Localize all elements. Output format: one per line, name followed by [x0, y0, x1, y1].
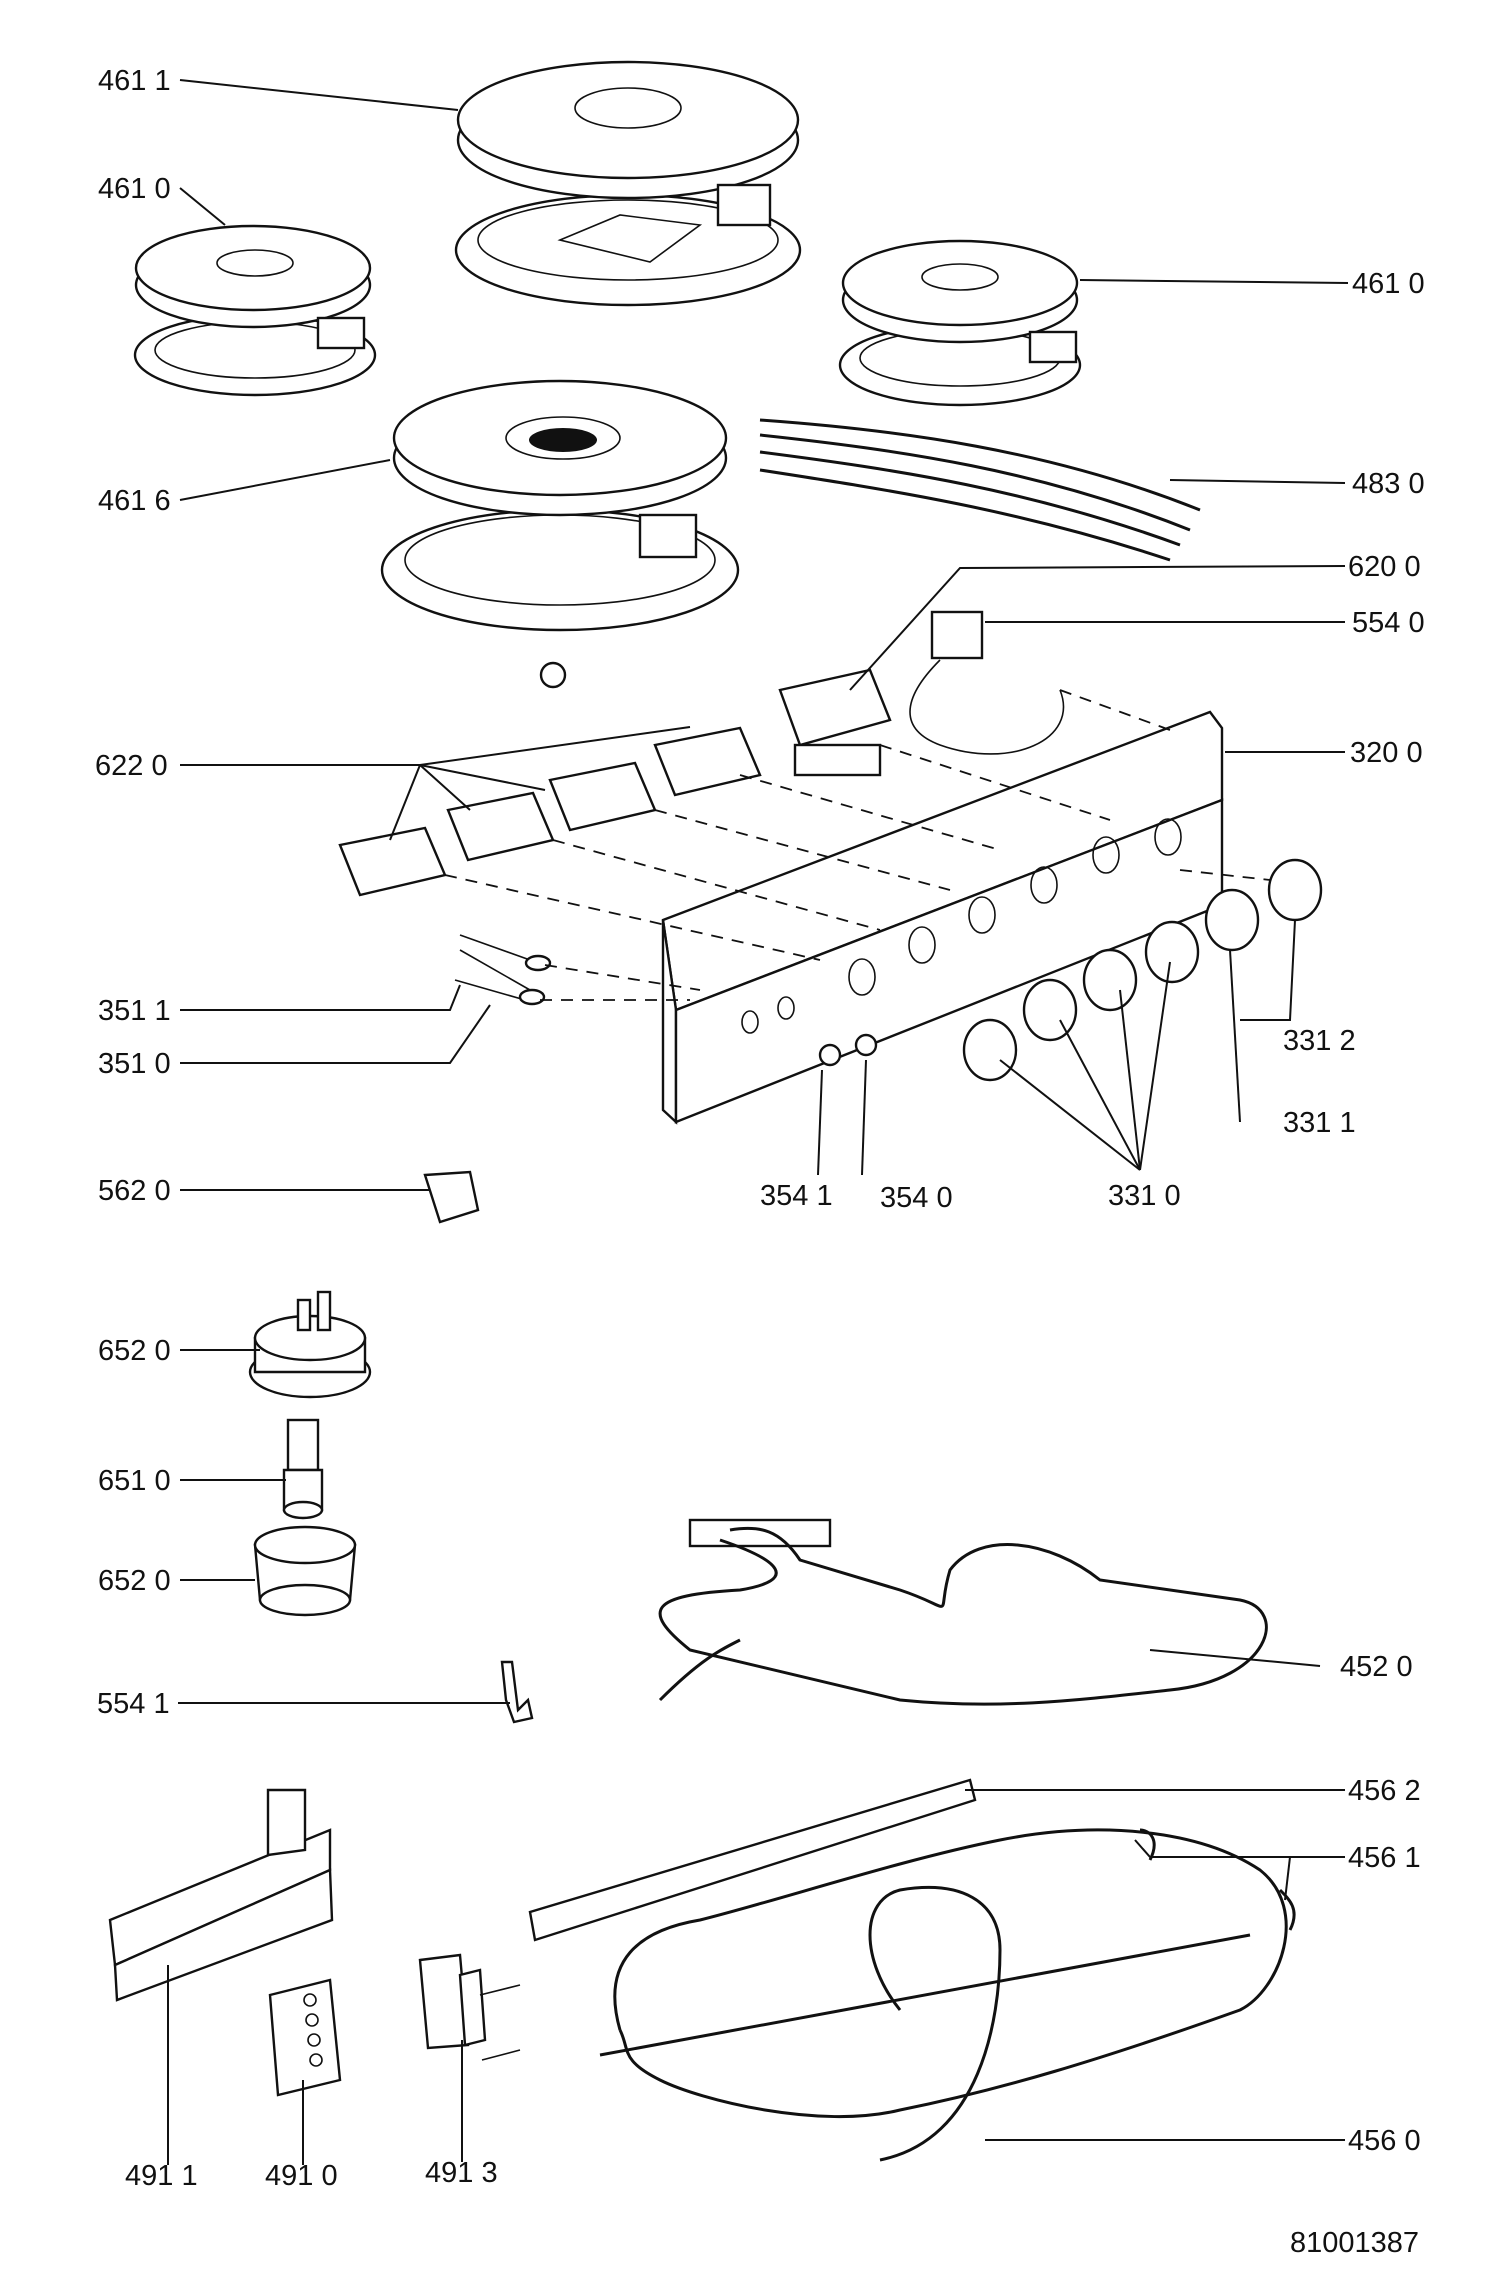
lamp-cover-652-0: [253, 1525, 357, 1617]
label-651-0: 651 0: [98, 1465, 171, 1497]
thermostat-554-0: [909, 610, 1065, 755]
leads-351: [454, 934, 552, 1006]
energy-regulators-622-0: [338, 726, 762, 897]
wiring-loom-483-0: [759, 418, 1201, 562]
lamp-holder-652-0: [248, 1290, 372, 1399]
label-554-0: 554 0: [1352, 607, 1425, 639]
oven-lamp-651-0: [282, 1418, 324, 1520]
grill-element-452-0: [658, 1518, 1268, 1706]
label-354-1: 354 1: [760, 1180, 833, 1212]
element-bracket-456-2: [528, 1778, 977, 1942]
label-354-0: 354 0: [880, 1182, 953, 1214]
label-461-1: 461 1: [98, 65, 171, 97]
hotplate-small-right-461-0: [838, 239, 1082, 407]
label-331-0: 331 0: [1108, 1180, 1181, 1212]
control-panel-320-0: [661, 710, 1224, 1125]
control-knobs-331: [962, 858, 1323, 1082]
label-461-6: 461 6: [98, 485, 171, 517]
label-461-0-right: 461 0: [1352, 268, 1425, 300]
assembly-guide-lines: [444, 689, 1271, 1001]
leader-lines: [167, 79, 1349, 2165]
terminal-block-491-0: [268, 1978, 342, 2097]
selector-switch-620-0: [778, 668, 892, 777]
label-652-0-bottom: 652 0: [98, 1565, 171, 1597]
clip-562-0: [423, 1170, 480, 1224]
part-labels: 461 1 461 0 461 0 461 6 483 0 620 0 554 …: [95, 65, 1425, 2259]
fuse-491-3: [418, 1953, 521, 2061]
label-456-0: 456 0: [1348, 2125, 1421, 2157]
bottom-element-456: [599, 1828, 1296, 2162]
hotplate-small-left-461-0: [133, 224, 377, 397]
label-331-1: 331 1: [1283, 1107, 1356, 1139]
label-620-0: 620 0: [1348, 551, 1421, 583]
bracket-491-1: [108, 1788, 334, 2002]
drawing-number: 81001387: [1290, 2227, 1419, 2259]
label-491-3: 491 3: [425, 2157, 498, 2189]
bracket-554-1: [500, 1660, 534, 1724]
label-652-0-top: 652 0: [98, 1335, 171, 1367]
label-456-1: 456 1: [1348, 1842, 1421, 1874]
label-452-0: 452 0: [1340, 1651, 1413, 1683]
label-320-0: 320 0: [1350, 737, 1423, 769]
label-622-0: 622 0: [95, 750, 168, 782]
label-456-2: 456 2: [1348, 1775, 1421, 1807]
label-554-1: 554 1: [97, 1688, 170, 1720]
label-483-0: 483 0: [1352, 468, 1425, 500]
label-461-0-left: 461 0: [98, 173, 171, 205]
label-491-0: 491 0: [265, 2160, 338, 2192]
label-491-1: 491 1: [125, 2160, 198, 2192]
label-351-0: 351 0: [98, 1048, 171, 1080]
label-351-1: 351 1: [98, 995, 171, 1027]
label-331-2: 331 2: [1283, 1025, 1356, 1057]
indicator-lamps-354: [818, 1033, 878, 1067]
hotplate-large-461-1: [454, 60, 802, 307]
hotplate-461-6: [380, 379, 740, 689]
label-562-0: 562 0: [98, 1175, 171, 1207]
